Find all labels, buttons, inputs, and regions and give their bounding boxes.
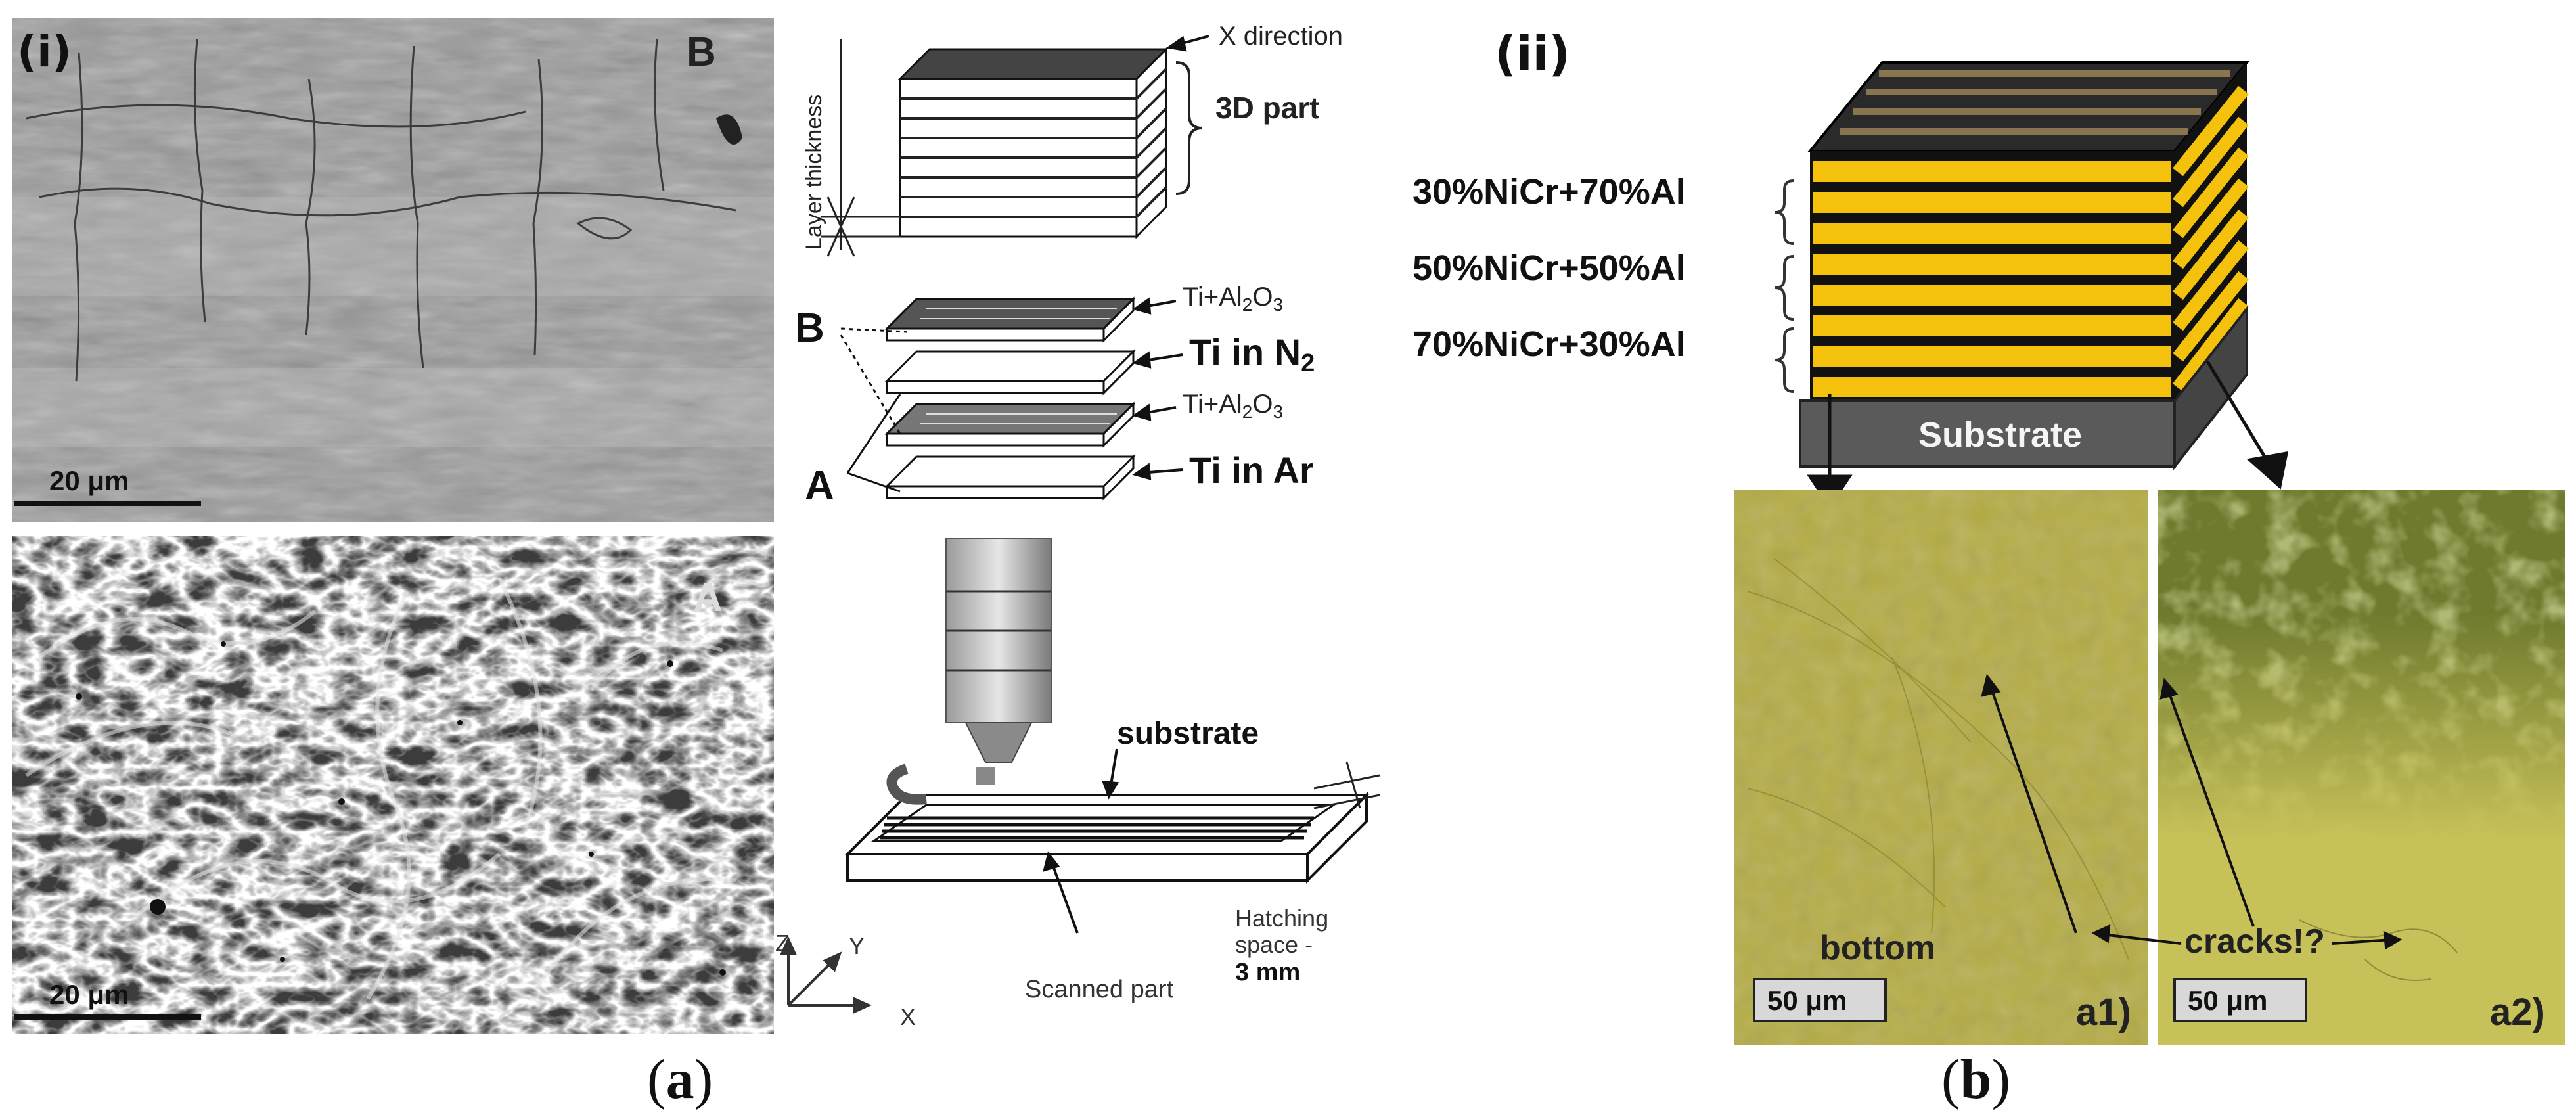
hatching-label-3: 3 mm	[1235, 959, 1300, 986]
micrograph-a1	[1734, 490, 2148, 1045]
layer-label-2: Ti in N2	[1189, 331, 1315, 377]
caption-a-letter: a	[666, 1047, 694, 1110]
schematic-3d-part	[821, 35, 1209, 257]
layer-b-label-3: 70%NiCr+30%Al	[1412, 325, 1686, 364]
scale-label-a2: 50 μm	[2188, 985, 2267, 1016]
schematic-print-setup	[779, 538, 1380, 1014]
scale-label-b: 20 μm	[49, 465, 129, 496]
micrograph-a2	[2158, 490, 2565, 1045]
cracks-label: cracks!?	[2184, 923, 2325, 961]
caption-b-letter: b	[1960, 1047, 1992, 1110]
panel-label-i: (i)	[17, 26, 72, 77]
substrate-label-b: Substrate	[1918, 415, 2082, 455]
panel-label-ii: (ii)	[1495, 26, 1571, 81]
caption-a-open: (	[647, 1047, 666, 1110]
layer-thickness-label: Layer thickness	[802, 95, 826, 250]
micrograph-letter-b: B	[687, 30, 716, 75]
part-3d-label: 3D part	[1215, 91, 1319, 125]
layer-label-3: Ti+Al2O3	[1183, 390, 1283, 422]
layer-label-1: Ti+Al2O3	[1183, 283, 1283, 315]
micrograph-a2-tag: a2)	[2490, 991, 2545, 1034]
schematic-layer-stack	[840, 296, 1183, 501]
cracks-arrows	[2091, 677, 2403, 950]
x-direction-label: X direction	[1219, 22, 1343, 51]
micrograph-a1-tag: a1)	[2076, 991, 2131, 1034]
micrograph-letter-a: A	[693, 575, 723, 620]
caption-a-close: )	[694, 1047, 713, 1110]
layered-block	[1774, 61, 2289, 509]
caption-a: (a)	[647, 1046, 713, 1112]
layer-label-4: Ti in Ar	[1189, 449, 1314, 491]
caption-b-close: )	[1991, 1047, 2011, 1110]
scale-label-a: 20 μm	[49, 979, 129, 1010]
substrate-label-a: substrate	[1117, 716, 1259, 751]
axis-z-label: Z	[775, 930, 790, 957]
axis-x-label: X	[900, 1003, 916, 1030]
layer-b-label-1: 30%NiCr+70%Al	[1412, 172, 1686, 212]
scale-label-a1: 50 μm	[1767, 985, 1847, 1016]
hatching-label-2: space -	[1235, 931, 1313, 958]
scanned-part-label: Scanned part	[1025, 976, 1173, 1003]
caption-b-open: (	[1941, 1047, 1960, 1110]
micrograph-a1-text: bottom	[1820, 929, 1935, 967]
micrograph-a	[12, 536, 774, 1034]
caption-b: (b)	[1941, 1046, 2010, 1112]
layer-b-label-2: 50%NiCr+50%Al	[1412, 248, 1686, 288]
marker-b: B	[795, 306, 825, 351]
marker-a: A	[805, 463, 834, 509]
hatching-label-1: Hatching	[1235, 905, 1328, 932]
micrograph-b	[12, 18, 774, 522]
axis-y-label: Y	[849, 932, 865, 959]
